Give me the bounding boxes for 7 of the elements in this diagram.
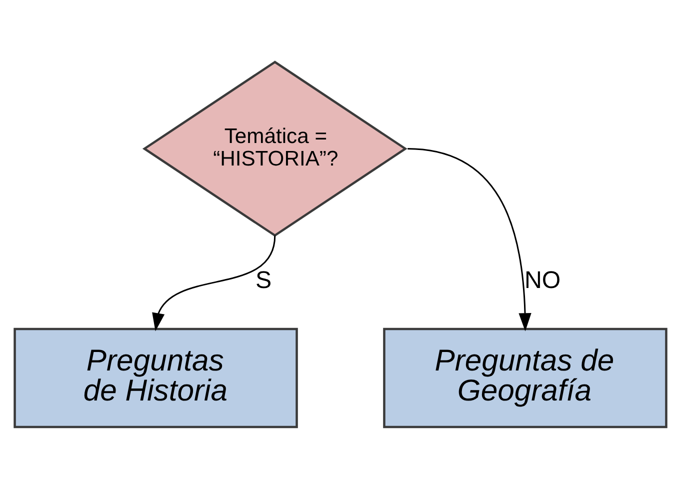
edge-label: S bbox=[256, 266, 272, 294]
arrow bbox=[408, 148, 532, 332]
node-diamond: Temática = “HISTORIA”? bbox=[142, 60, 408, 237]
node-box: Preguntas de Historia bbox=[14, 328, 298, 428]
node-box: Preguntas de Geografía bbox=[383, 328, 668, 428]
arrow bbox=[152, 235, 276, 332]
edge-label: NO bbox=[524, 266, 561, 294]
